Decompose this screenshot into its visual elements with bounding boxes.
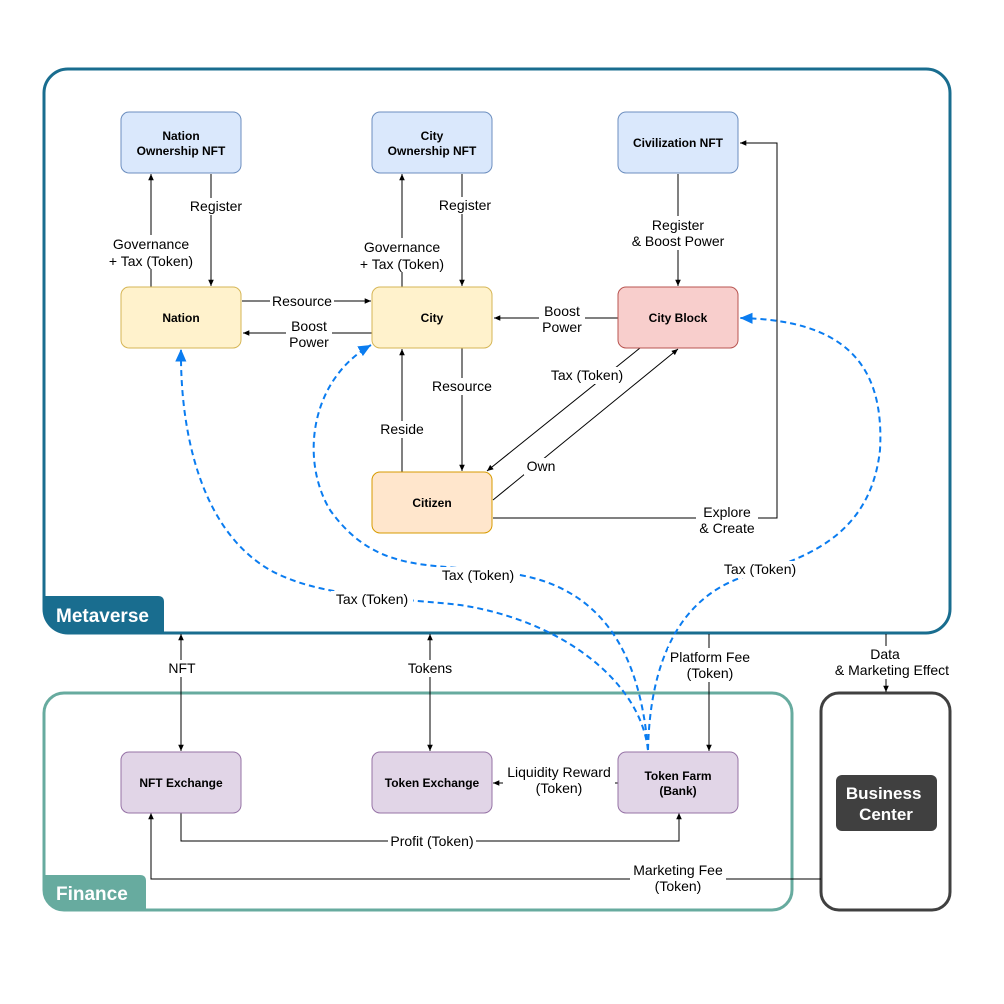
svg-text:Tax (Token): Tax (Token) (551, 367, 623, 383)
business-center-section (819, 691, 952, 912)
label-nation-register: Register (188, 198, 244, 215)
metaverse-label-text: Metaverse (56, 606, 149, 627)
svg-text:Governance+ Tax (Token): Governance+ Tax (Token) (360, 239, 444, 272)
finance-label: Finance (44, 875, 146, 910)
label-profit: Profit (Token) (388, 833, 476, 850)
node-city-block: City Block (617, 286, 739, 349)
svg-text:Platform Fee(Token): Platform Fee(Token) (670, 649, 750, 681)
label-tokens: Tokens (403, 660, 457, 677)
svg-text:Profit (Token): Profit (Token) (390, 833, 473, 849)
tax-flows (175, 312, 882, 751)
label-city-register: Register (437, 197, 493, 214)
svg-text:Data& Marketing Effect: Data& Marketing Effect (835, 646, 949, 678)
svg-text:Reside: Reside (380, 421, 424, 437)
svg-text:Register& Boost Power: Register& Boost Power (632, 217, 725, 249)
svg-text:Register: Register (190, 198, 242, 214)
edge-explore-create (493, 140, 778, 519)
svg-text:Register: Register (439, 197, 491, 213)
label-reside: Reside (378, 421, 426, 438)
svg-text:City: City (421, 311, 444, 325)
tax-flow-to-city (312, 344, 649, 751)
tax-flow-to-block (647, 312, 882, 751)
svg-text:Liquidity Reward(Token): Liquidity Reward(Token) (507, 764, 611, 796)
label-civ-register: Register& Boost Power (630, 216, 726, 250)
edge-labels: Register Governance+ Tax (Token) Registe… (104, 197, 954, 895)
svg-text:Token Farm(Bank): Token Farm(Bank) (644, 769, 711, 798)
svg-text:NFT: NFT (168, 660, 196, 676)
label-explore: Explore& Create (696, 503, 758, 536)
label-tax-block-citizen: Tax (Token) (546, 367, 628, 384)
label-tax-to-city: Tax (Token) (437, 567, 519, 584)
svg-text:Governance+ Tax (Token): Governance+ Tax (Token) (109, 236, 193, 269)
node-civilization-nft: Civilization NFT (617, 111, 739, 174)
business-center-box (836, 775, 937, 831)
svg-text:Resource: Resource (272, 293, 332, 309)
edge-citizen-block-own (492, 348, 679, 501)
svg-text:NFT Exchange: NFT Exchange (139, 776, 223, 790)
label-marketing-fee: Marketing Fee(Token) (630, 861, 726, 895)
finance-label-text: Finance (56, 884, 128, 905)
label-tax-to-nation: Tax (Token) (331, 591, 413, 608)
node-nation: Nation (120, 286, 242, 349)
svg-text:City Block: City Block (649, 311, 708, 325)
svg-text:Token Exchange: Token Exchange (385, 776, 480, 790)
node-citizen: Citizen (371, 471, 493, 534)
tax-flow-to-nation (175, 348, 649, 751)
node-token-farm: Token Farm(Bank) (617, 751, 739, 814)
label-own: Own (524, 458, 558, 475)
svg-text:Tax (Token): Tax (Token) (724, 561, 796, 577)
svg-text:Tax (Token): Tax (Token) (336, 591, 408, 607)
label-city-governance: Governance+ Tax (Token) (355, 238, 449, 272)
svg-text:Explore& Create: Explore& Create (699, 504, 754, 536)
label-liquidity: Liquidity Reward(Token) (503, 763, 615, 797)
svg-text:Tokens: Tokens (408, 660, 452, 676)
svg-text:Own: Own (527, 458, 556, 474)
node-token-exchange: Token Exchange (371, 751, 493, 814)
metaverse-label: Metaverse (44, 596, 164, 633)
label-resource-nation-city: Resource (270, 293, 334, 310)
svg-text:Citizen: Citizen (412, 496, 451, 510)
label-data-marketing: Data& Marketing Effect (830, 646, 954, 679)
node-nft-exchange: NFT Exchange (120, 751, 242, 814)
svg-text:Marketing Fee(Token): Marketing Fee(Token) (633, 862, 723, 894)
node-city: City (371, 286, 493, 349)
label-platform-fee: Platform Fee(Token) (668, 648, 752, 682)
edge-marketing-fee (148, 813, 821, 880)
svg-text:Civilization NFT: Civilization NFT (633, 136, 724, 150)
label-resource-city-citizen: Resource (430, 378, 494, 395)
label-tax-to-block: Tax (Token) (719, 561, 801, 578)
business-center-text: Business Center (846, 784, 926, 824)
svg-text:Tax (Token): Tax (Token) (442, 567, 514, 583)
label-nation-governance: Governance+ Tax (Token) (104, 235, 198, 269)
metaverse-section (42, 67, 952, 635)
svg-text:Nation: Nation (162, 311, 199, 325)
svg-text:Resource: Resource (432, 378, 492, 394)
finance-section (42, 691, 794, 912)
label-nft: NFT (165, 660, 199, 677)
